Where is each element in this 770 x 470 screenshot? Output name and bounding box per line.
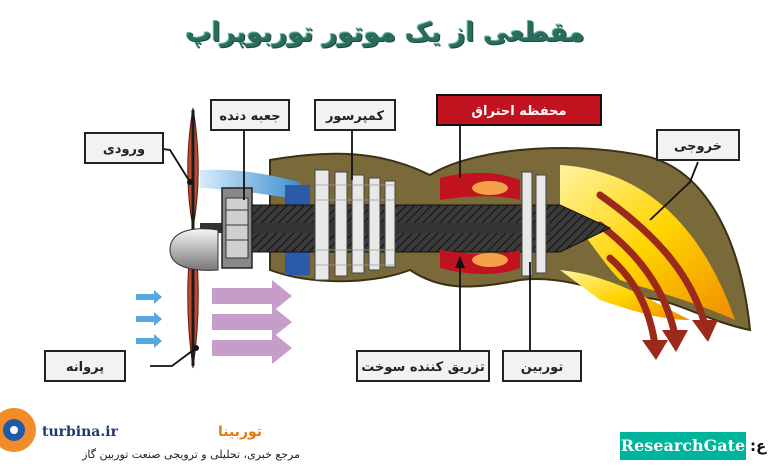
label-exhaust: خروجی — [656, 129, 740, 161]
flame-upper — [472, 181, 508, 195]
label-turbine: توربین — [502, 350, 582, 382]
exhaust-arrows — [596, 191, 709, 349]
inlet-airflow — [200, 169, 300, 200]
turbina-name: توربینا — [218, 424, 263, 440]
researchgate-logo: ResearchGate — [620, 432, 746, 460]
flame-lower — [472, 253, 508, 267]
exhaust-plume — [560, 165, 735, 320]
inflow-arrows-purple — [212, 280, 292, 364]
inflow-arrows-blue — [136, 290, 162, 348]
label-propeller: پروانه — [44, 350, 126, 382]
label-inlet: ورودی — [84, 132, 164, 164]
source-prefix: ع: — [750, 437, 767, 455]
label-gearbox: جعبه دنده — [210, 99, 290, 131]
turbina-url: turbina.ir — [42, 424, 118, 440]
leader-propeller — [150, 347, 197, 367]
diagram-title: مقطعی از یک موتور توربوپراپ — [185, 18, 585, 48]
turbina-logo-icon — [0, 408, 36, 452]
turbine-stages — [521, 171, 547, 277]
label-fuel-injector: تزریق کننده سوخت — [356, 350, 490, 382]
label-combustion-chamber: محفظه احتراق — [436, 94, 602, 126]
spinner-hub — [169, 228, 219, 271]
turbina-description: مرجع خبری، تحلیلی و ترویجی صنعت توربین گ… — [82, 448, 300, 461]
label-compressor: کمپرسور — [314, 99, 396, 131]
leader-exhaust — [649, 161, 699, 221]
gearbox — [221, 187, 253, 269]
